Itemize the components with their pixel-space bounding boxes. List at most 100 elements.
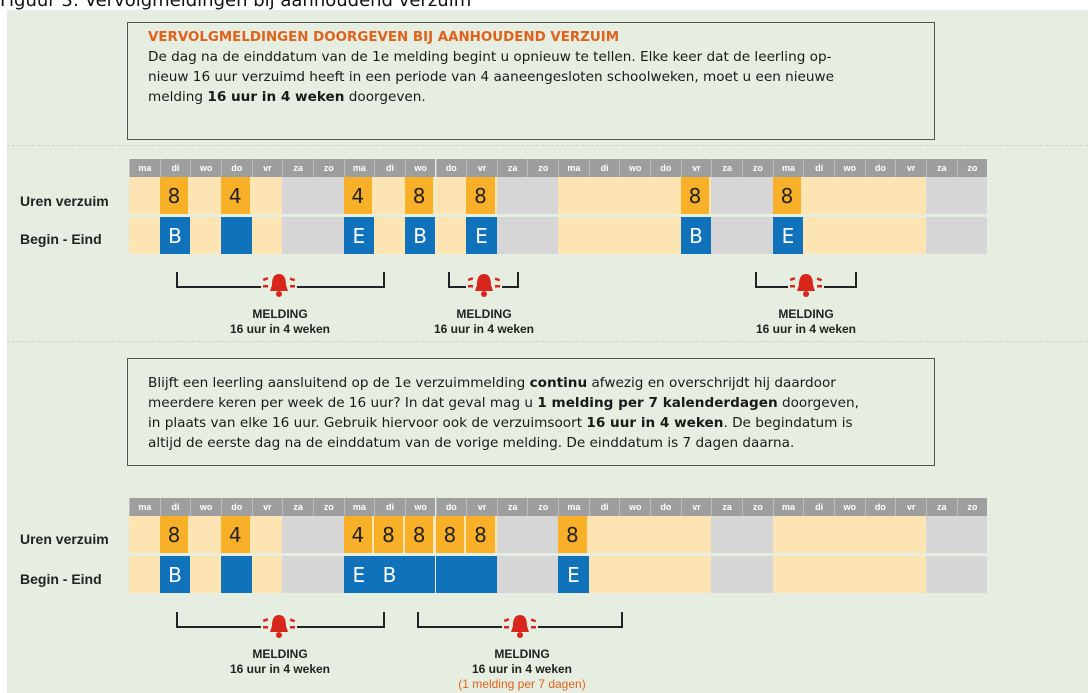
day-header: zo bbox=[956, 498, 988, 516]
day-cell bbox=[742, 217, 773, 254]
hours-cell: 8 bbox=[159, 516, 191, 553]
hours-cell: 8 bbox=[159, 177, 191, 214]
day-cell bbox=[312, 556, 344, 593]
day-header: zo bbox=[742, 159, 773, 177]
figure-panel: VERVOLGMELDINGEN DOORGEVEN BIJ AANHOUDEN… bbox=[7, 10, 1088, 693]
day-cell bbox=[251, 516, 283, 553]
day-cell bbox=[496, 556, 528, 593]
begin-end-cell bbox=[435, 556, 467, 593]
day-header: di bbox=[374, 498, 405, 516]
hours-cell: 4 bbox=[343, 516, 375, 553]
figure-caption: Figuur 3: Vervolgmeldingen bij aanhouden… bbox=[0, 0, 472, 11]
day-cell bbox=[680, 556, 712, 593]
day-header: vr bbox=[895, 498, 926, 516]
day-cell bbox=[833, 217, 865, 254]
day-header: do bbox=[864, 159, 896, 177]
day-cell bbox=[925, 556, 957, 593]
day-header: di bbox=[803, 159, 834, 177]
day-cell bbox=[588, 556, 620, 593]
day-cell bbox=[650, 177, 681, 214]
begin-end-cell bbox=[466, 556, 497, 593]
day-header: zo bbox=[956, 159, 988, 177]
day-header: vr bbox=[251, 159, 283, 177]
begin-end-cell: B bbox=[159, 217, 191, 254]
day-header: di bbox=[588, 498, 620, 516]
day-cell bbox=[895, 556, 926, 593]
day-cell bbox=[496, 177, 528, 214]
continu-textbox: Blijft een leerling aansluitend op de 1e… bbox=[127, 358, 935, 466]
day-cell bbox=[956, 556, 988, 593]
day-header: do bbox=[220, 159, 252, 177]
day-header: do bbox=[650, 498, 681, 516]
day-cell bbox=[742, 516, 773, 553]
day-header: ma bbox=[772, 159, 804, 177]
day-cell bbox=[711, 217, 742, 254]
day-header: za bbox=[711, 159, 742, 177]
day-header: vr bbox=[680, 159, 712, 177]
day-cell bbox=[527, 217, 559, 254]
day-cell bbox=[864, 177, 896, 214]
intro-line-1: De dag na de einddatum van de 1e melding… bbox=[148, 49, 832, 65]
day-header: di bbox=[159, 498, 191, 516]
day-cell bbox=[895, 516, 926, 553]
day-cell bbox=[129, 516, 160, 553]
day-header: di bbox=[588, 159, 620, 177]
begin-end-cell bbox=[220, 556, 252, 593]
day-header: wo bbox=[833, 159, 865, 177]
day-cell bbox=[496, 217, 528, 254]
day-header: zo bbox=[527, 498, 559, 516]
day-cell bbox=[864, 217, 896, 254]
day-header: wo bbox=[404, 159, 436, 177]
hours-cell: 8 bbox=[680, 177, 712, 214]
begin-end-label: Begin - Eind bbox=[20, 231, 102, 247]
day-cell bbox=[956, 217, 988, 254]
day-cell bbox=[312, 516, 344, 553]
day-cell bbox=[312, 217, 344, 254]
begin-end-cell bbox=[404, 556, 436, 593]
day-header: wo bbox=[619, 498, 651, 516]
day-header: za bbox=[711, 498, 742, 516]
hours-cell: 4 bbox=[220, 516, 252, 553]
day-cell bbox=[925, 516, 957, 553]
day-cell bbox=[435, 217, 467, 254]
day-cell bbox=[711, 177, 742, 214]
day-cell bbox=[251, 556, 283, 593]
day-header: zo bbox=[312, 159, 344, 177]
day-cell bbox=[496, 516, 528, 553]
day-cell bbox=[619, 516, 651, 553]
day-cell bbox=[833, 516, 865, 553]
begin-end-cell: E bbox=[558, 556, 589, 593]
day-cell bbox=[558, 217, 589, 254]
begin-end-cell: E bbox=[343, 556, 375, 593]
day-cell bbox=[129, 217, 160, 254]
day-cell bbox=[772, 516, 804, 553]
day-cell bbox=[588, 177, 620, 214]
day-header: ma bbox=[558, 498, 589, 516]
day-header: di bbox=[803, 498, 834, 516]
day-cell bbox=[282, 516, 313, 553]
day-cell bbox=[833, 177, 865, 214]
day-cell bbox=[711, 516, 742, 553]
day-cell bbox=[312, 177, 344, 214]
begin-end-cell bbox=[220, 217, 252, 254]
day-cell bbox=[619, 556, 651, 593]
day-cell bbox=[925, 177, 957, 214]
day-cell bbox=[864, 556, 896, 593]
begin-end-cell: B bbox=[159, 556, 191, 593]
day-cell bbox=[833, 556, 865, 593]
day-header: zo bbox=[312, 498, 344, 516]
day-header: ma bbox=[772, 498, 804, 516]
day-cell bbox=[772, 556, 804, 593]
hours-cell: 8 bbox=[374, 516, 405, 553]
day-header: ma bbox=[129, 498, 160, 516]
day-header: do bbox=[650, 159, 681, 177]
day-header: zo bbox=[527, 159, 559, 177]
day-header: ma bbox=[343, 498, 375, 516]
day-cell bbox=[129, 556, 160, 593]
bell-alarm-icon bbox=[502, 610, 538, 640]
day-cell bbox=[527, 556, 559, 593]
day-cell bbox=[619, 177, 651, 214]
